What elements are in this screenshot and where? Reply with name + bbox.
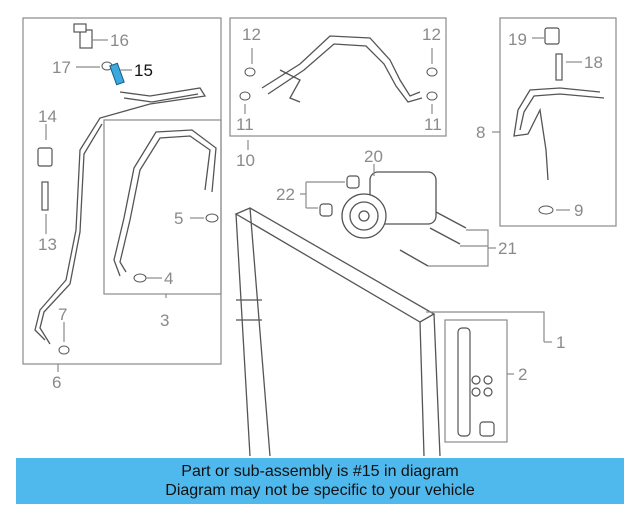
valve-13-icon (41, 181, 49, 211)
o-ring-7-icon (58, 345, 70, 355)
callout-12b: 12 (422, 25, 441, 44)
bolt-21-icon (399, 211, 467, 267)
compressor-20-icon (341, 171, 437, 239)
o-ring-11a-icon (239, 91, 251, 101)
refrigerant-line-10 (261, 35, 423, 103)
refrigerant-hose-3 (113, 129, 217, 277)
callout-17: 17 (52, 58, 71, 77)
parts-diagram: 16 17 15 14 13 7 6 5 4 3 12 11 12 11 10 … (22, 17, 617, 456)
group-box-10 (229, 17, 447, 137)
o-ring-9-icon (538, 205, 554, 215)
o-ring-11b-icon (426, 91, 438, 101)
cap-14-icon (37, 147, 53, 167)
info-banner: Part or sub-assembly is #15 in diagram D… (16, 458, 624, 504)
callout-22: 22 (276, 185, 295, 204)
callout-12a: 12 (242, 25, 261, 44)
o-ring-5-icon (205, 213, 219, 223)
callout-15[interactable]: 15 (134, 61, 153, 80)
group-box-2 (444, 319, 508, 443)
callout-3: 3 (160, 311, 169, 330)
callout-20: 20 (364, 147, 383, 166)
refrigerant-hose-8 (513, 87, 605, 181)
leader-lines (45, 37, 582, 375)
condenser-1-icon (234, 207, 441, 456)
callout-10: 10 (236, 151, 255, 170)
callout-19: 19 (508, 30, 527, 49)
callout-21: 21 (498, 239, 517, 258)
o-ring-4-icon (133, 273, 147, 283)
callout-7: 7 (58, 305, 67, 324)
callout-11a: 11 (236, 115, 254, 134)
o-ring-12a-icon (244, 67, 256, 77)
refrigerant-line-6 (34, 87, 207, 345)
callout-8: 8 (476, 123, 485, 142)
callout-13: 13 (38, 235, 57, 254)
cap-19-icon (544, 27, 560, 45)
banner-line-2: Diagram may not be specific to your vehi… (165, 482, 475, 499)
banner-line-1: Part or sub-assembly is #15 in diagram (181, 463, 459, 480)
o-ring-12b-icon (426, 67, 438, 77)
callout-5: 5 (174, 209, 183, 228)
callout-1: 1 (556, 333, 565, 352)
valve-18-icon (555, 53, 563, 81)
callout-4: 4 (164, 269, 173, 288)
callout-2: 2 (518, 365, 527, 384)
callout-18: 18 (584, 53, 603, 72)
callout-9: 9 (574, 201, 583, 220)
callout-14: 14 (38, 107, 57, 126)
bushing-22-icon (319, 175, 360, 217)
callout-6: 6 (52, 373, 61, 392)
callout-11b: 11 (424, 115, 442, 134)
valve-core-15-icon (109, 62, 125, 86)
callout-16: 16 (110, 31, 129, 50)
group-box-3 (103, 119, 222, 295)
drier-2-icon (457, 327, 495, 437)
group-box-8 (499, 17, 617, 227)
sensor-16-icon (73, 23, 93, 49)
